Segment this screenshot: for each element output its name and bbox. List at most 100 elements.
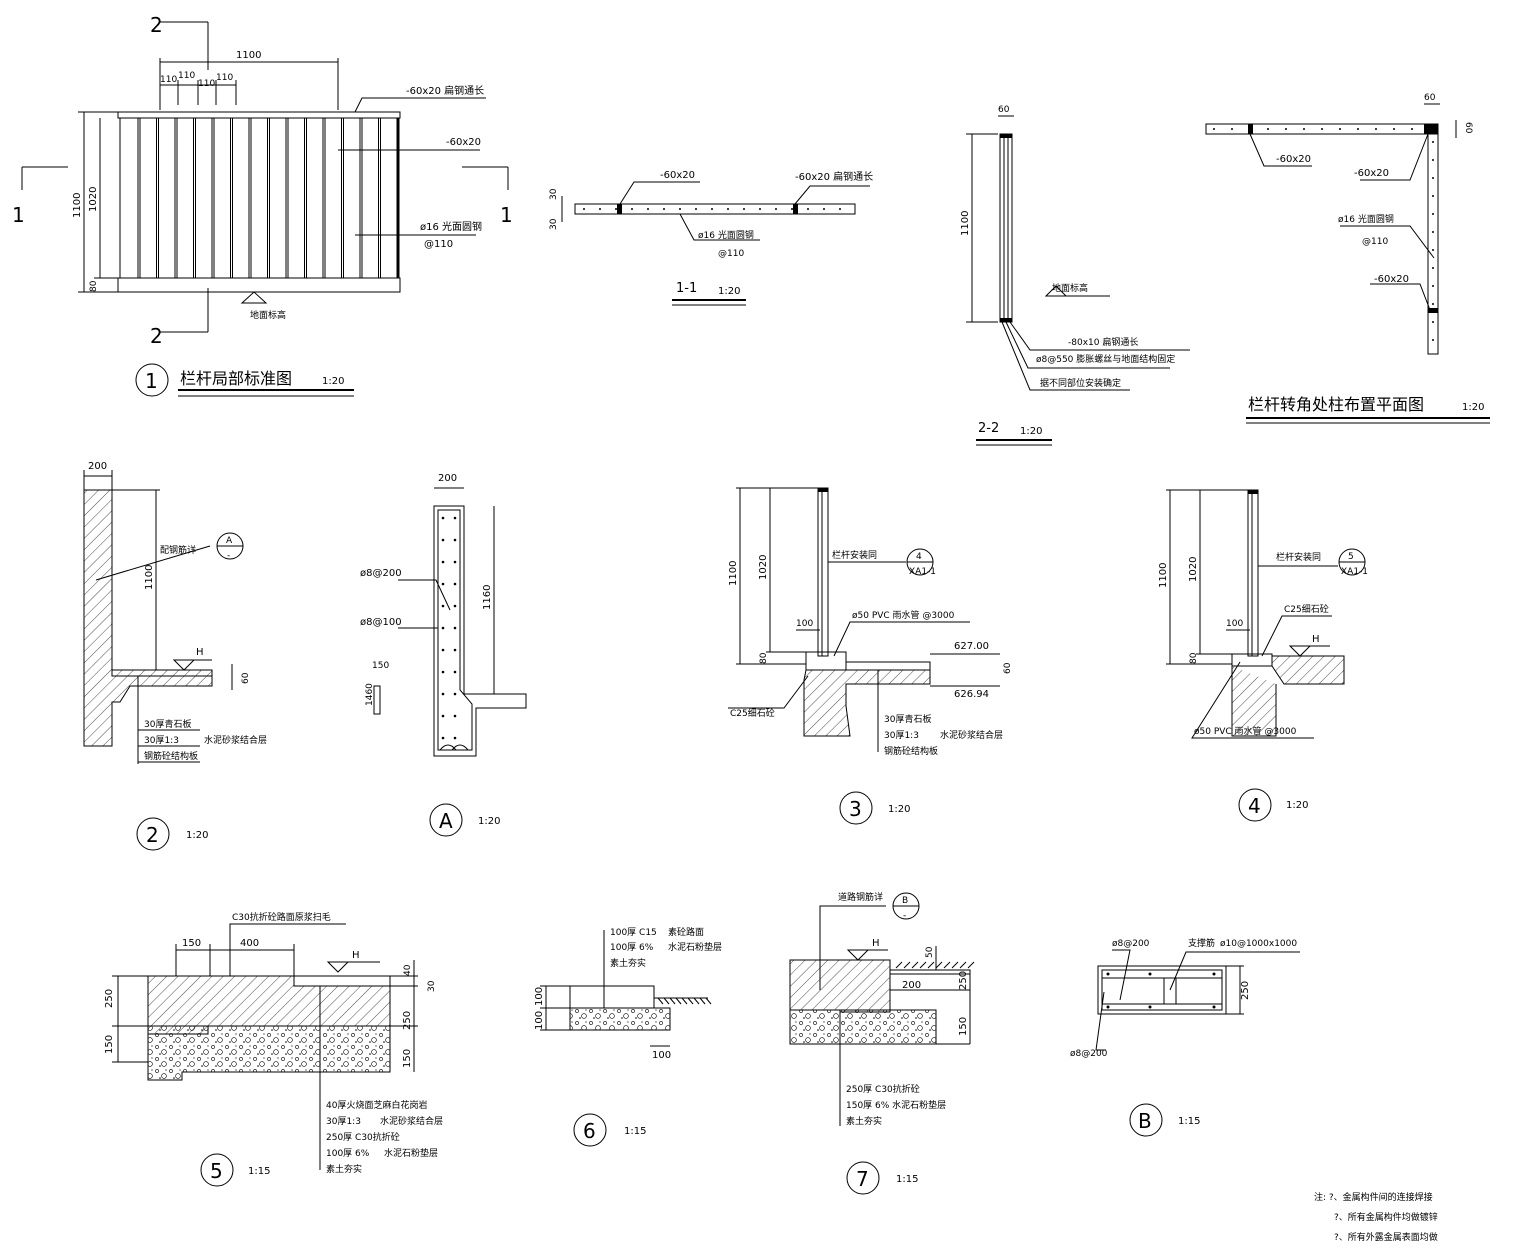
bar-dot bbox=[1432, 159, 1434, 161]
layer2: 100厚 6% bbox=[610, 942, 654, 953]
bar-dot bbox=[1432, 141, 1434, 143]
soil-hatch bbox=[663, 997, 670, 1005]
cut-label-right: 1 bbox=[500, 203, 513, 227]
dim-110-a: 110 bbox=[160, 75, 177, 85]
scale: 1:20 bbox=[718, 286, 740, 297]
layer3: 250厚 C30抗折砼 bbox=[326, 1131, 400, 1143]
soil-hatch bbox=[895, 961, 903, 969]
soil-hatch bbox=[911, 961, 919, 969]
level: H bbox=[196, 647, 204, 658]
dim-110-d: 110 bbox=[216, 73, 233, 83]
layer1: 250厚 C30抗折砼 bbox=[846, 1083, 920, 1095]
rebar-dot bbox=[441, 516, 445, 520]
scale: 1:20 bbox=[1462, 402, 1484, 413]
rebar-dot bbox=[1106, 1005, 1110, 1009]
soil-hatch bbox=[959, 961, 967, 969]
dim-110-b: 110 bbox=[178, 71, 195, 81]
title-circle bbox=[135, 363, 169, 397]
note-bar: ø16 光面圆钢 bbox=[698, 229, 754, 241]
bar-dot bbox=[1375, 128, 1377, 130]
section-1-1: 30 30 -60x20 -60x20 扁钢通长 ø16 光面圆钢 @110 1… bbox=[549, 170, 873, 306]
soil-hatch bbox=[669, 997, 676, 1005]
bar-dot bbox=[1339, 128, 1341, 130]
bar-dot bbox=[743, 208, 745, 210]
bar-dot bbox=[631, 208, 633, 210]
bar-dot bbox=[759, 208, 761, 210]
level: H bbox=[1312, 634, 1320, 645]
layer2b: 水泥砂浆结合层 bbox=[940, 729, 1003, 741]
note-c25: C25细石砼 bbox=[1284, 603, 1329, 615]
soil-hatch bbox=[705, 997, 712, 1005]
title: 栏杆转角处柱布置平面图 bbox=[1248, 395, 1424, 414]
lvl-b: 626.94 bbox=[954, 689, 989, 700]
dim-150l: 150 bbox=[104, 1035, 115, 1054]
dim-60: 60 bbox=[1003, 662, 1013, 674]
dim-400: 400 bbox=[240, 938, 259, 949]
dim-1160: 1160 bbox=[482, 585, 493, 610]
note-b: -60x20 扁钢通长 bbox=[795, 170, 873, 183]
rebar-dot bbox=[453, 714, 457, 718]
soil-hatch bbox=[675, 997, 682, 1005]
bar-dot bbox=[663, 208, 665, 210]
rebar-dot bbox=[453, 538, 457, 542]
detail-A: 200 1160 ø8@200 ø8@100 150 1460 A 1:20 bbox=[360, 473, 527, 837]
dim-100: 100 bbox=[796, 619, 813, 629]
dim-60a: 60 bbox=[1424, 93, 1436, 103]
bar-dot bbox=[775, 208, 777, 210]
bar-dot bbox=[1432, 339, 1434, 341]
soil-hatch bbox=[681, 997, 688, 1005]
general-notes: 注: ?、金属构件间的连接焊接 ?、所有金属构件均做镀锌 ?、所有外露金属表面均… bbox=[1314, 1191, 1438, 1243]
ground-mark: 地面标高 bbox=[250, 309, 286, 321]
note-round-bar: ø16 光面圆钢 bbox=[420, 220, 482, 233]
title-text: 栏杆局部标准图 bbox=[180, 369, 292, 388]
cut-label-bottom: 2 bbox=[150, 324, 163, 348]
dim-1100: 1100 bbox=[144, 565, 155, 590]
dim-30b: 30 bbox=[549, 218, 559, 230]
bar-dot bbox=[711, 208, 713, 210]
layer2b: 水泥砂浆结合层 bbox=[380, 1115, 443, 1127]
bar-top: ø8@200 bbox=[1112, 939, 1150, 949]
dim-1100-top: 1100 bbox=[236, 50, 261, 61]
note-a: -60x20 bbox=[1276, 154, 1311, 165]
ref-top: 4 bbox=[916, 552, 922, 562]
detail-5: 250 150 40 30 250 150 150 400 C30抗折砼路面原浆… bbox=[104, 911, 443, 1187]
dim-60: 60 bbox=[241, 672, 251, 684]
rebar-dot bbox=[453, 626, 457, 630]
scale: 1:20 bbox=[478, 816, 500, 827]
small-150: 150 bbox=[372, 661, 389, 671]
rebar-dot bbox=[441, 582, 445, 586]
level: H bbox=[872, 938, 880, 949]
bar-bottom: ø8@200 bbox=[1070, 1049, 1108, 1059]
dim-200: 200 bbox=[438, 473, 457, 484]
layer2: 30厚1:3 bbox=[326, 1116, 361, 1127]
title: 2-2 bbox=[978, 421, 999, 436]
railing-bars bbox=[137, 118, 400, 278]
layer1: 30厚青石板 bbox=[144, 718, 191, 730]
note-spacing: @110 bbox=[424, 239, 453, 250]
soil-hatch bbox=[943, 961, 951, 969]
detail-3: 1100 1020 80 100 栏杆安装同 4 XA1-1 ø50 PVC 雨… bbox=[728, 487, 1013, 825]
soil-hatch bbox=[657, 997, 664, 1005]
layer3: 钢筋砼结构板 bbox=[144, 750, 198, 762]
bar-dot bbox=[647, 208, 649, 210]
note-pvc: ø50 PVC 雨水管 @3000 bbox=[852, 609, 955, 621]
soil-hatch bbox=[967, 961, 975, 969]
rebar-dot bbox=[1212, 972, 1216, 976]
soil-hatch bbox=[693, 997, 700, 1005]
dim-40: 40 bbox=[403, 964, 413, 976]
ref-bottom: - bbox=[227, 551, 230, 561]
note-install: 栏杆安装同 bbox=[832, 549, 877, 561]
bar-dot bbox=[1231, 128, 1233, 130]
dim-250: 250 bbox=[958, 971, 969, 990]
note-site: 据不同部位安装确定 bbox=[1040, 377, 1121, 389]
layer3: 素土夯实 bbox=[610, 957, 646, 969]
layer4b: 水泥石粉垫层 bbox=[384, 1147, 438, 1159]
note-spacing: @110 bbox=[1362, 237, 1388, 247]
scale: 1:15 bbox=[896, 1174, 918, 1185]
dim-200: 200 bbox=[902, 980, 921, 991]
note-rebar: 配钢筋详 bbox=[160, 544, 196, 556]
detail-4: 1100 1020 80 100 栏杆安装同 5 XA1-1 C25细石砼 H … bbox=[1158, 489, 1368, 822]
dim-50: 50 bbox=[925, 946, 935, 958]
scale: 1:20 bbox=[1286, 800, 1308, 811]
bar-dot bbox=[1357, 128, 1359, 130]
